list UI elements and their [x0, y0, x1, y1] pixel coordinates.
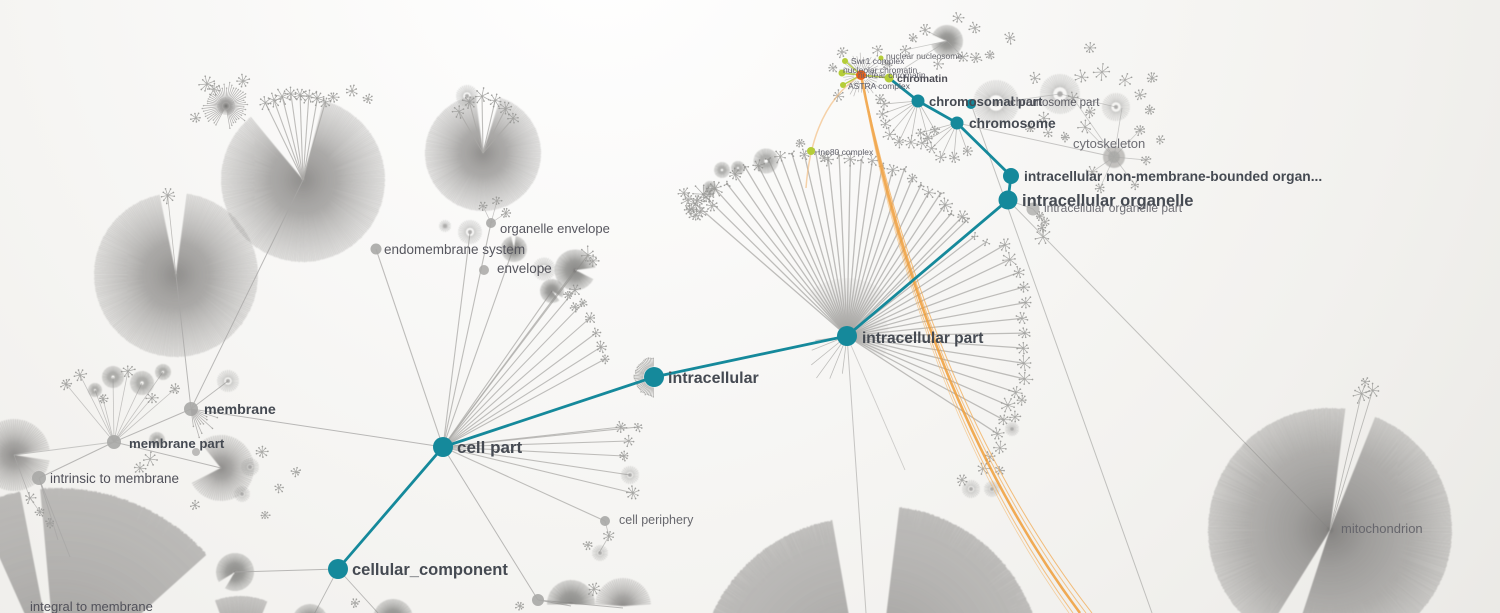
svg-text:cytoskeleton: cytoskeleton: [1073, 136, 1145, 151]
svg-text:chromosomal part: chromosomal part: [929, 94, 1043, 109]
svg-text:cell part: cell part: [457, 438, 523, 457]
svg-text:cellular_component: cellular_component: [352, 561, 508, 579]
svg-text:endomembrane system: endomembrane system: [384, 242, 525, 257]
svg-text:Ino80 complex: Ino80 complex: [818, 147, 874, 157]
svg-text:cell periphery: cell periphery: [619, 513, 694, 527]
svg-text:nuclear chromatin: nuclear chromatin: [858, 70, 926, 80]
svg-text:integral to membrane: integral to membrane: [30, 599, 153, 613]
svg-text:Swr1 complex: Swr1 complex: [851, 56, 905, 66]
svg-text:intracellular: intracellular: [668, 370, 759, 387]
svg-text:membrane: membrane: [204, 402, 276, 418]
svg-text:intracellular non-membrane-bou: intracellular non-membrane-bounded organ…: [1024, 169, 1322, 184]
svg-text:membrane part: membrane part: [129, 436, 225, 451]
svg-text:chromosome: chromosome: [969, 116, 1056, 131]
svg-text:organelle envelope: organelle envelope: [500, 221, 610, 236]
svg-text:nuclear nucleosome: nuclear nucleosome: [886, 51, 962, 61]
svg-text:mitochondrion: mitochondrion: [1341, 521, 1423, 536]
svg-text:intracellular organelle part: intracellular organelle part: [1044, 201, 1183, 215]
svg-text:intrinsic to membrane: intrinsic to membrane: [50, 471, 179, 486]
svg-text:intracellular part: intracellular part: [862, 330, 983, 347]
svg-text:envelope: envelope: [497, 261, 552, 276]
svg-text:nucleolar chromatin: nucleolar chromatin: [843, 65, 917, 75]
svg-text:intracellular organelle: intracellular organelle: [1022, 192, 1193, 210]
svg-text:chromatin: chromatin: [897, 73, 948, 85]
svg-text:ASTRA complex: ASTRA complex: [848, 81, 911, 91]
svg-text:chromosome part: chromosome part: [1010, 97, 1100, 109]
